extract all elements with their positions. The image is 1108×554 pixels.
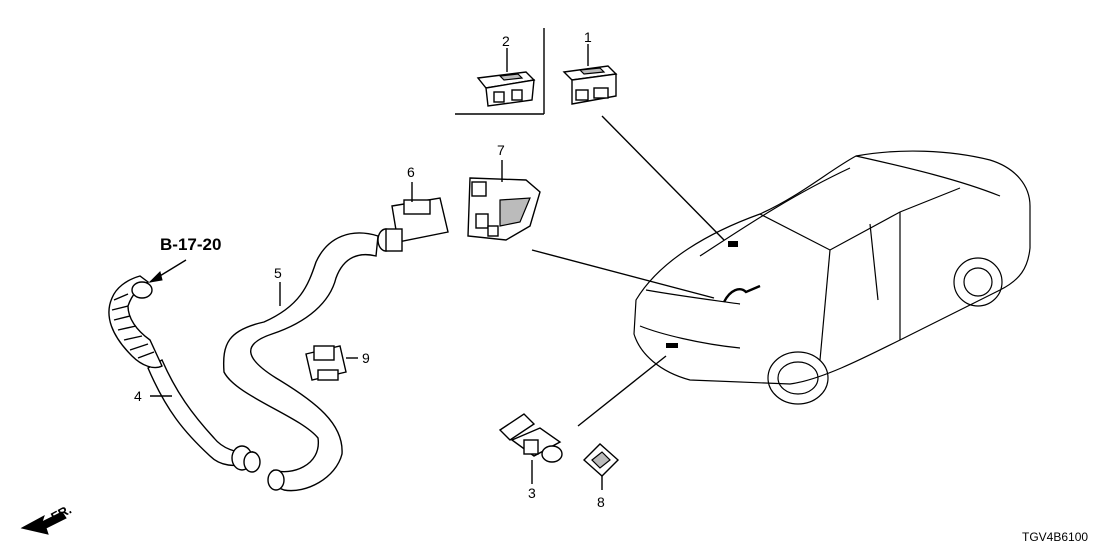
front-direction-arrow bbox=[20, 511, 67, 535]
part-8-clip[interactable] bbox=[582, 443, 620, 477]
callout-1: 1 bbox=[584, 29, 592, 45]
leader-7-to-car bbox=[531, 249, 715, 299]
part-2-switch[interactable] bbox=[476, 71, 536, 107]
leader-1-to-car bbox=[601, 115, 725, 241]
callout-9: 9 bbox=[362, 350, 370, 366]
callout-7: 7 bbox=[497, 142, 505, 158]
part-9-clamp[interactable] bbox=[305, 345, 347, 381]
callout-2: 2 bbox=[502, 33, 510, 49]
section-reference: B-17-20 bbox=[160, 235, 221, 254]
inset-frame bbox=[455, 28, 545, 115]
reference-code: TGV4B6100 bbox=[1022, 530, 1088, 544]
part-3-sensor[interactable] bbox=[498, 413, 563, 463]
callout-3: 3 bbox=[528, 485, 536, 501]
vehicle-outline bbox=[633, 150, 1031, 405]
callout-6: 6 bbox=[407, 164, 415, 180]
callout-8: 8 bbox=[597, 494, 605, 510]
part-5-hose[interactable] bbox=[222, 232, 379, 492]
part-4-hose[interactable] bbox=[108, 275, 261, 473]
callout-5: 5 bbox=[274, 265, 282, 281]
part-6-sensor[interactable] bbox=[377, 197, 449, 252]
part-7-bracket[interactable] bbox=[467, 177, 541, 241]
leader-3-to-car bbox=[577, 355, 667, 427]
section-reference-arrow bbox=[148, 259, 187, 283]
part-1-switch[interactable] bbox=[562, 65, 618, 105]
callout-4: 4 bbox=[134, 388, 142, 404]
